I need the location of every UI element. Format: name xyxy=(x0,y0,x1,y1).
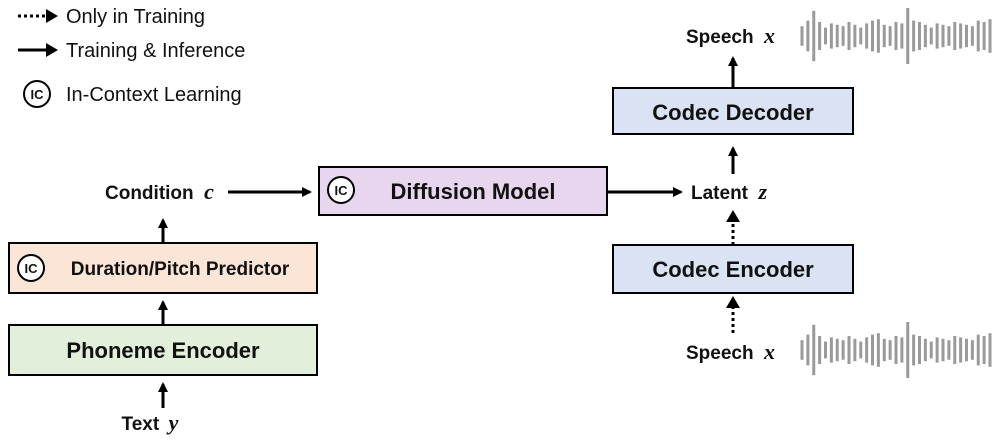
legend-in-context: In-Context Learning xyxy=(66,84,242,106)
svg-text:Speech x: Speech x xyxy=(686,23,775,48)
speech-output-var: x xyxy=(763,23,775,48)
codec-encoder-label: Codec Encoder xyxy=(652,257,814,282)
condition-label-group: Condition c xyxy=(105,179,214,204)
speech-input-label: Speech xyxy=(686,343,754,364)
speech-input-label-group: Speech x xyxy=(686,339,775,364)
legend-solid-arrow-icon xyxy=(18,43,58,57)
condition-label: Condition xyxy=(105,183,194,204)
legend-ic-icon: IC xyxy=(23,80,51,108)
svg-text:Speech x: Speech x xyxy=(686,339,775,364)
speech-output-label: Speech xyxy=(686,27,754,48)
phoneme-encoder-label: Phoneme Encoder xyxy=(66,338,260,363)
legend-dotted-arrow-icon xyxy=(18,9,58,23)
waveform-output-icon xyxy=(800,8,992,64)
diffusion-model-box: IC Diffusion Model xyxy=(318,166,608,216)
diffusion-ic-badge: IC xyxy=(335,183,349,198)
svg-text:Latent z: Latent z xyxy=(691,179,767,204)
text-input-label: Text y xyxy=(122,410,179,435)
legend: Only in Training Training & Inference IC… xyxy=(18,6,245,108)
speech-input-var: x xyxy=(763,339,775,364)
latent-label: Latent xyxy=(691,183,749,204)
duration-pitch-predictor-box: IC Duration/Pitch Predictor xyxy=(8,242,318,294)
diffusion-model-label: Diffusion Model xyxy=(391,179,556,204)
legend-ic-badge: IC xyxy=(31,87,45,102)
codec-decoder-label: Codec Decoder xyxy=(652,100,814,125)
svg-text:Text y: Text y xyxy=(122,410,179,435)
text-var: y xyxy=(166,410,179,435)
predictor-ic-icon xyxy=(17,254,45,282)
predictor-ic-badge: IC xyxy=(25,261,39,276)
text-label: Text xyxy=(122,414,160,435)
condition-var: c xyxy=(204,179,214,204)
phoneme-encoder-box: Phoneme Encoder xyxy=(8,324,318,376)
speech-output-label-group: Speech x xyxy=(686,23,775,48)
arrow-speech-to-encoder-head xyxy=(726,296,740,308)
latent-var: z xyxy=(757,179,767,204)
waveform-input-icon xyxy=(800,322,992,378)
codec-decoder-box: Codec Decoder xyxy=(612,87,854,135)
svg-text:Condition c: Condition c xyxy=(105,179,214,204)
duration-pitch-label: Duration/Pitch Predictor xyxy=(71,259,290,280)
legend-training-inference: Training & Inference xyxy=(66,40,245,62)
latent-label-group: Latent z xyxy=(691,179,767,204)
diffusion-ic-icon xyxy=(327,176,355,204)
arrow-encoder-to-latent-head xyxy=(726,210,740,222)
legend-only-training: Only in Training xyxy=(66,6,205,28)
codec-encoder-box: Codec Encoder xyxy=(612,244,854,294)
